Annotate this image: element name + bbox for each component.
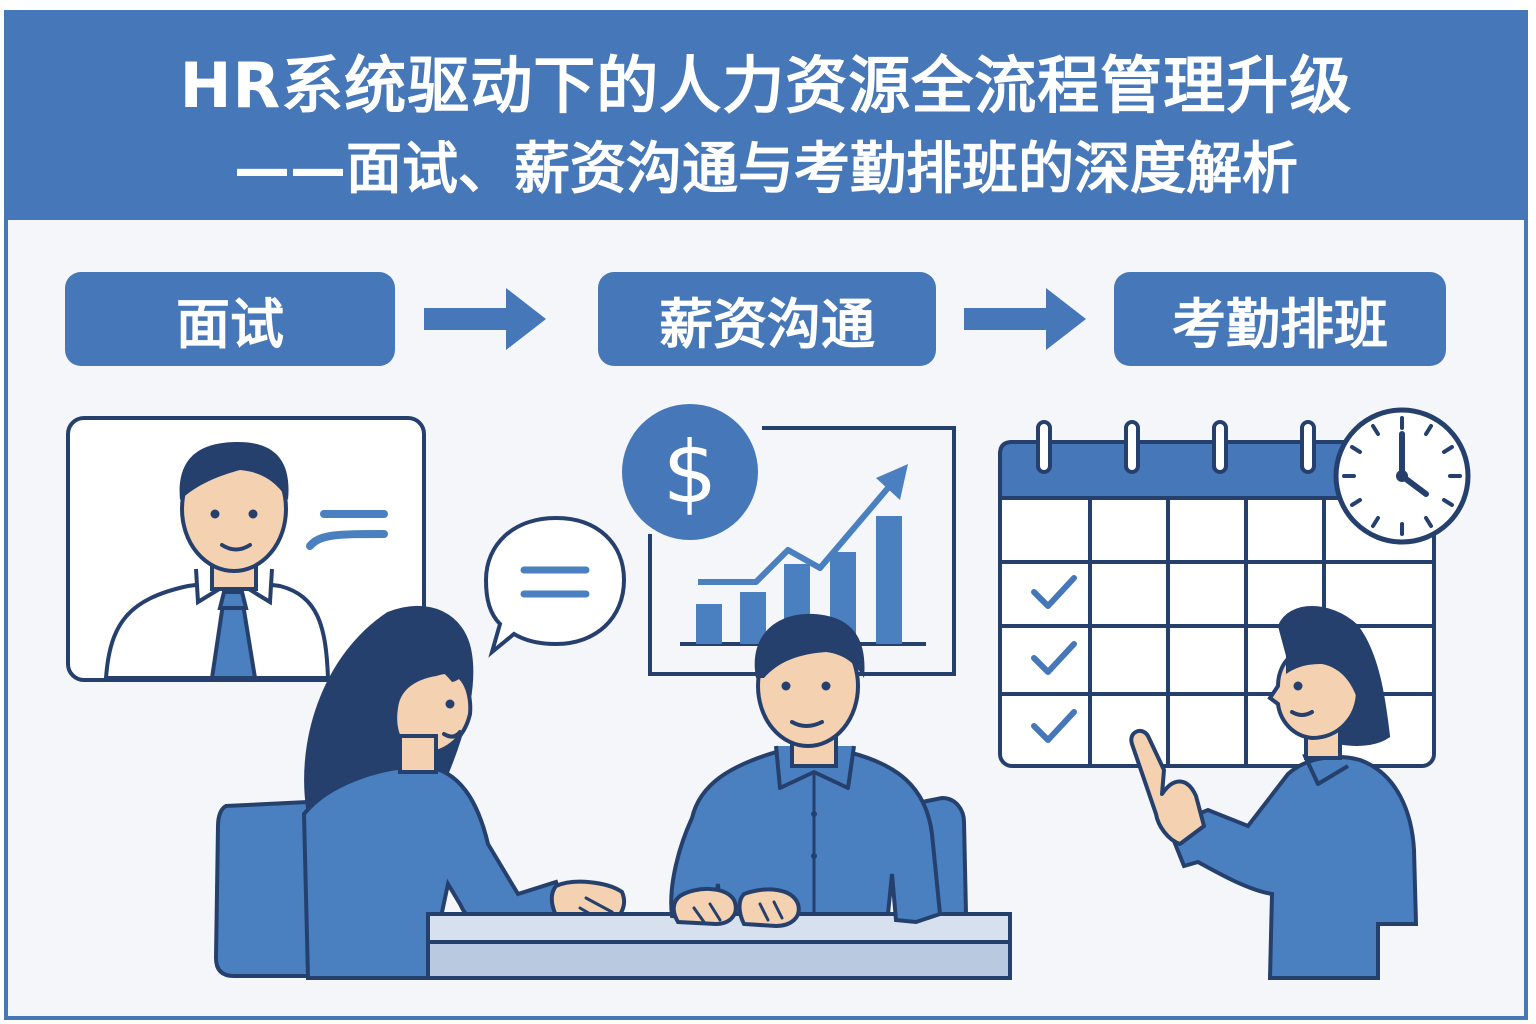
dollar-icon: $ (622, 404, 758, 540)
page-title: HR系统驱动下的人力资源全流程管理升级 (179, 49, 1353, 122)
step-attendance-label: 考勤排班 (1172, 292, 1388, 356)
illustration-scene: $ (66, 404, 1471, 980)
step-attendance-scheduling: 考勤排班 (1114, 272, 1446, 366)
clock-icon (1333, 407, 1471, 545)
scheduler-woman (1129, 606, 1419, 980)
dollar-sign: $ (663, 423, 718, 523)
step-salary-label: 薪资沟通 (659, 292, 875, 356)
candidate-man (669, 613, 943, 929)
remote-interviewer (103, 442, 331, 680)
header-banner: HR系统驱动下的人力资源全流程管理升级 ——面试、薪资沟通与考勤排班的深度解析 (8, 14, 1524, 220)
arrow-right-icon (424, 288, 546, 350)
video-call-screen (66, 416, 426, 682)
infographic-frame: HR系统驱动下的人力资源全流程管理升级 ——面试、薪资沟通与考勤排班的深度解析 … (4, 10, 1528, 1020)
speech-bubble-icon (483, 515, 627, 658)
step-interview-label: 面试 (176, 292, 284, 356)
step-salary-communication: 薪资沟通 (598, 272, 936, 366)
step-interview: 面试 (65, 272, 395, 366)
checkmark-icon (1031, 575, 1077, 743)
pointing-hand (1129, 728, 1206, 846)
chat-lines-icon (306, 530, 388, 550)
page-subtitle: ——面试、薪资沟通与考勤排班的深度解析 (234, 137, 1298, 202)
arrow-right-icon (964, 288, 1086, 350)
